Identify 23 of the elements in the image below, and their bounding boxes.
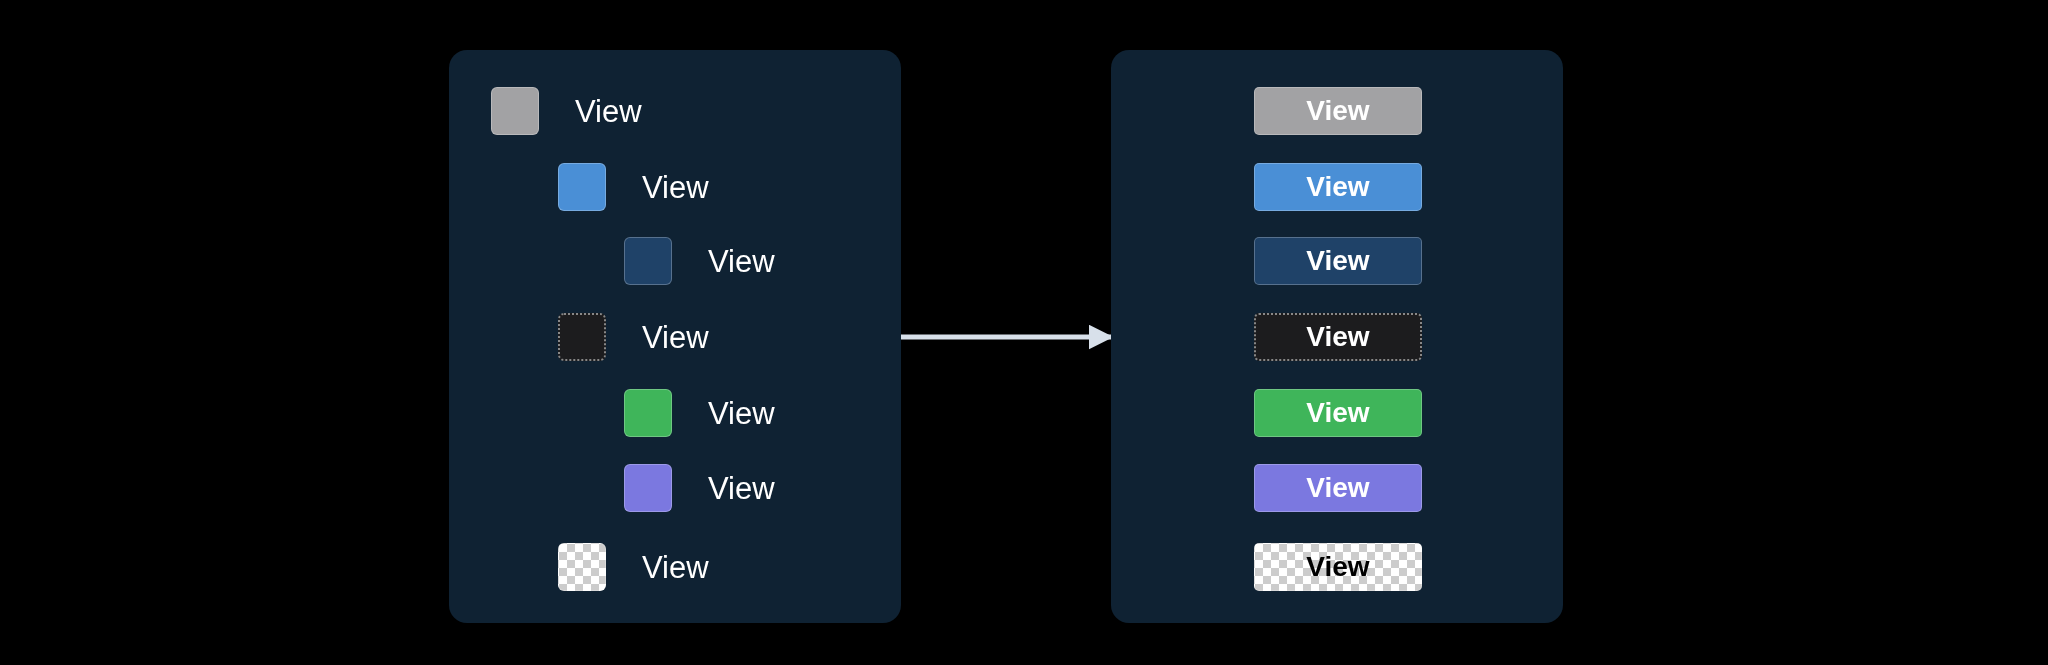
panel-background — [1111, 50, 1563, 623]
color-swatch — [558, 163, 606, 211]
color-swatch — [558, 543, 606, 591]
view-tile: View — [1254, 389, 1422, 437]
color-swatch — [491, 87, 539, 135]
view-tile: View — [1254, 543, 1422, 591]
view-tile: View — [1254, 163, 1422, 211]
color-swatch — [624, 464, 672, 512]
color-swatch — [558, 313, 606, 361]
view-label: View — [642, 172, 709, 203]
view-label: View — [708, 473, 775, 504]
view-label: View — [642, 322, 709, 353]
color-swatch — [624, 389, 672, 437]
color-swatch — [624, 237, 672, 285]
view-tile: View — [1254, 87, 1422, 135]
view-label: View — [575, 96, 642, 127]
view-label: View — [642, 552, 709, 583]
view-tile: View — [1254, 313, 1422, 361]
view-tile: View — [1254, 464, 1422, 512]
view-tile: View — [1254, 237, 1422, 285]
view-label: View — [708, 246, 775, 277]
panel-background — [449, 50, 901, 623]
view-label: View — [708, 398, 775, 429]
